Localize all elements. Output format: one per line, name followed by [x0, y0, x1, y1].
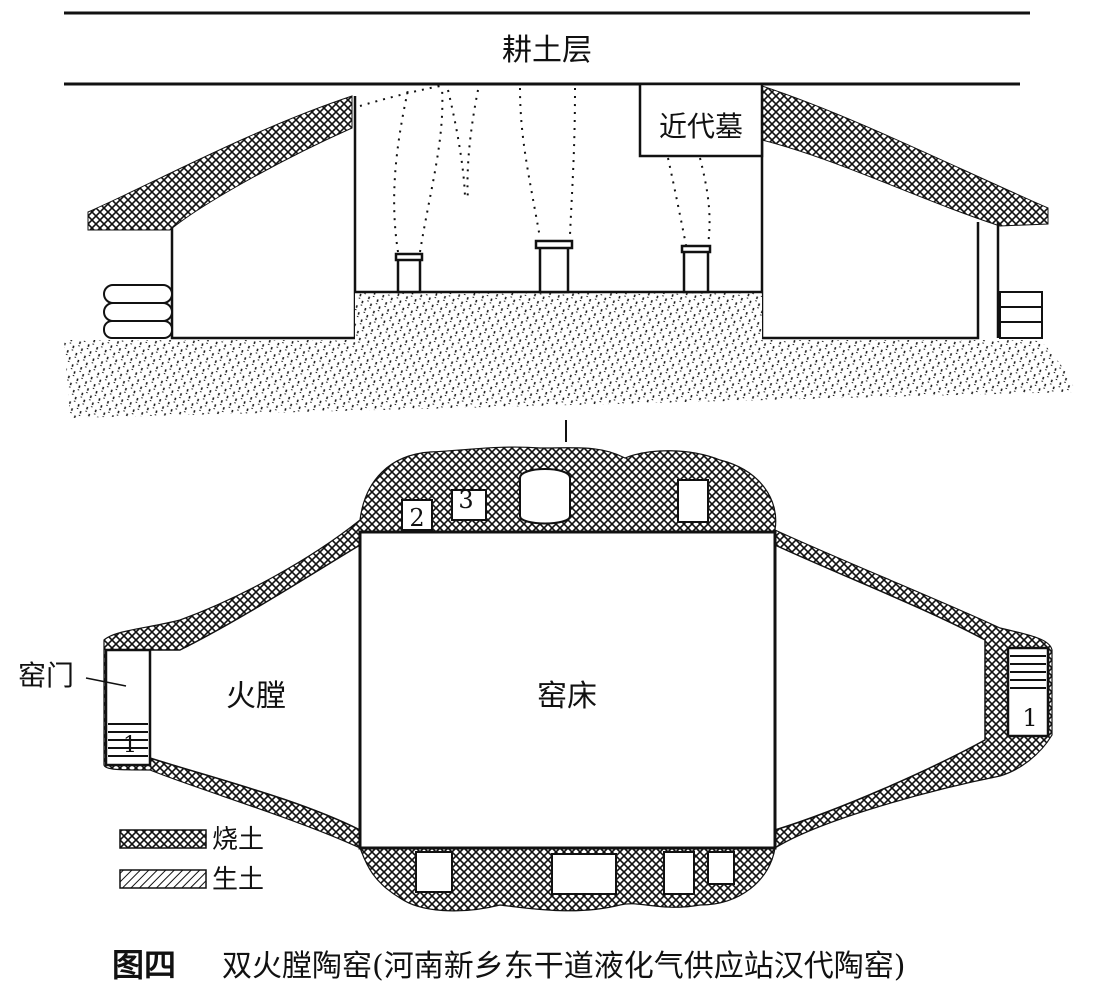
left-door-blocks — [103, 284, 173, 339]
right-chamber-outline — [760, 140, 980, 340]
right-door-blocks — [999, 291, 1043, 339]
caption-figure-number: 图四 — [112, 946, 176, 984]
right-cavity — [774, 543, 986, 832]
kiln-bed-label: 窑床 — [537, 679, 597, 714]
right-door-number: 1 — [1022, 704, 1037, 732]
kiln-door-label: 窑门 — [18, 659, 74, 692]
cross-section: 耕土层 近代墓 — [64, 11, 1075, 418]
legend-label-burnt: 烧土 — [212, 825, 264, 855]
caption: 图四 双火膛陶窑(河南新乡东干道液化气供应站汉代陶窑) — [112, 946, 905, 984]
top-flue-openings — [401, 468, 709, 531]
left-door-number: 1 — [123, 733, 137, 758]
legend: 烧土 生土 — [119, 825, 264, 895]
modern-tomb-box — [638, 82, 764, 158]
right-door-bricks — [1010, 655, 1046, 689]
modern-tomb-label: 近代墓 — [659, 110, 743, 143]
kiln-bed-rect — [358, 530, 777, 850]
left-chamber-outline — [170, 96, 357, 340]
firebox-label: 火膛 — [226, 679, 286, 714]
flue-chimneys — [394, 239, 712, 294]
legend-swatch-raw — [119, 869, 207, 889]
bottom-flue-openings — [415, 851, 735, 895]
plough-layer-label: 耕土层 — [502, 33, 592, 68]
caption-text: 双火膛陶窑(河南新乡东干道液化气供应站汉代陶窑) — [222, 949, 905, 984]
kiln-door-leader — [85, 677, 127, 687]
left-door-bricks — [108, 723, 148, 757]
flue-number-2: 2 — [409, 504, 424, 532]
plan-view: 1 1 2 3 窑门 火膛 窑床 — [18, 446, 1053, 912]
left-kiln-door — [104, 648, 152, 767]
left-burnt-slope — [87, 95, 353, 231]
flue-number-3: 3 — [458, 486, 473, 514]
right-burnt-slope — [761, 85, 1049, 227]
raw-soil-ground — [64, 292, 1075, 418]
legend-swatch-burnt — [119, 829, 207, 849]
right-kiln-door — [1006, 646, 1050, 738]
legend-label-raw: 生土 — [212, 865, 264, 895]
flue-dotted-lines — [359, 85, 711, 253]
